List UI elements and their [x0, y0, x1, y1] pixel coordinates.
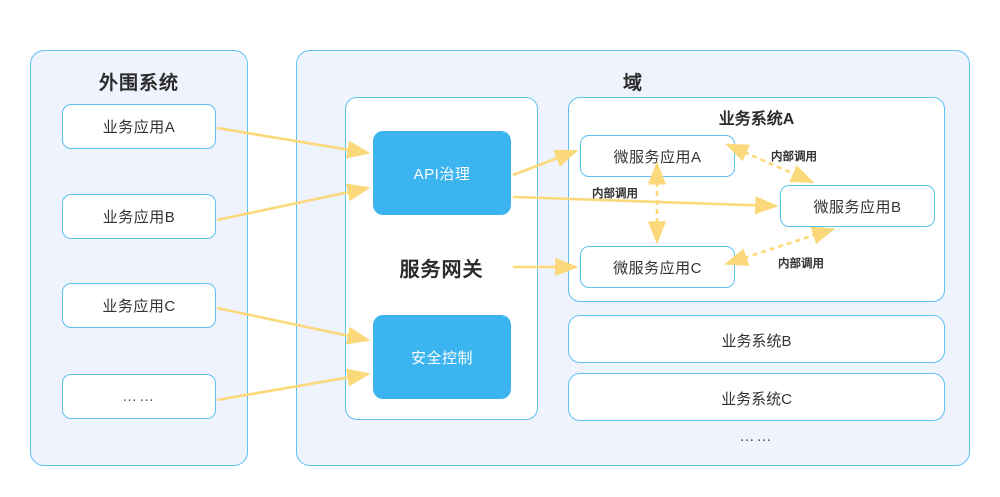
internal-call-label-a-b: 内部调用: [771, 151, 817, 163]
peripheral-item-business-app-c[interactable]: 业务应用C: [62, 283, 216, 328]
business-system-b-title: 业务系统B: [721, 333, 792, 350]
business-system-c-title: 业务系统C: [721, 391, 792, 408]
peripheral-item-business-app-a[interactable]: 业务应用A: [62, 104, 216, 149]
microservice-app-a[interactable]: 微服务应用A: [580, 135, 735, 177]
business-system-a-title: 业务系统A: [718, 111, 795, 128]
capability-security-control[interactable]: 安全控制: [373, 315, 511, 399]
peripheral-item-more[interactable]: ……: [62, 374, 216, 419]
business-system-c-card[interactable]: [568, 373, 945, 421]
service-gateway-title: 服务网关: [399, 259, 484, 281]
peripheral-item-business-app-b[interactable]: 业务应用B: [62, 194, 216, 239]
more-business-systems: ……: [739, 428, 774, 445]
internal-call-label-a-c: 内部调用: [592, 188, 638, 200]
business-system-b-card[interactable]: [568, 315, 945, 363]
internal-call-label-c-b: 内部调用: [778, 258, 824, 270]
microservice-app-c[interactable]: 微服务应用C: [580, 246, 735, 288]
capability-api-governance[interactable]: API治理: [373, 131, 511, 215]
domain-title: 域: [622, 73, 643, 94]
microservice-app-b[interactable]: 微服务应用B: [780, 185, 935, 227]
peripheral-systems-title: 外围系统: [98, 73, 179, 94]
